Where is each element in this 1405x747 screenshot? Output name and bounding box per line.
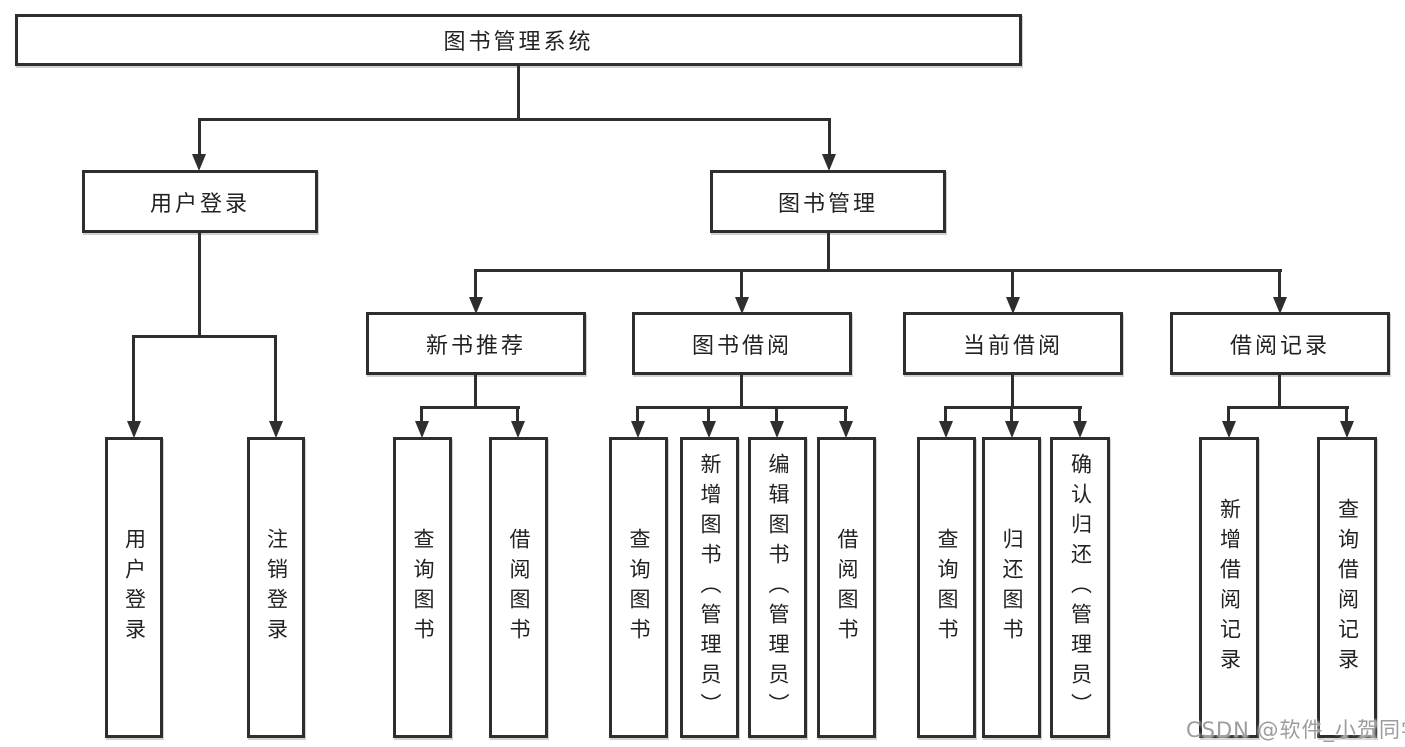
- arrow-down-icon: [822, 154, 836, 171]
- leaf-current-return: 归还图书: [982, 437, 1041, 738]
- arrow-down-icon: [702, 421, 716, 438]
- arrow-down-icon: [269, 421, 283, 438]
- leaf-newbook-borrow: 借阅图书: [489, 437, 548, 738]
- leaf-logout: 注销登录: [247, 437, 305, 738]
- leaf-borrow-borrow: 借阅图书: [817, 437, 876, 738]
- connector-root-rail: [198, 118, 831, 121]
- connector-leaf-stem: [516, 406, 519, 423]
- node-root-label: 图书管理系统: [443, 30, 594, 55]
- node-borrow-records: 借阅记录: [1170, 312, 1390, 375]
- connector-to-user-login-stem: [198, 118, 201, 155]
- node-current-borrow: 当前借阅: [903, 312, 1123, 375]
- connector-to-records-stem: [1278, 269, 1281, 299]
- leaf-current-confirm-admin: 确认归还（管理员）: [1050, 437, 1110, 738]
- leaf-borrow-query-label: 查询图书: [627, 527, 652, 648]
- connector-leaf-stem: [844, 406, 847, 423]
- arrow-down-icon: [1073, 421, 1087, 438]
- connector-records-rail: [1227, 406, 1349, 409]
- connector-to-borrow-stem: [740, 269, 743, 299]
- node-current-borrow-label: 当前借阅: [962, 333, 1063, 359]
- node-book-borrow: 图书借阅: [632, 312, 852, 375]
- leaf-current-return-label: 归还图书: [1000, 527, 1025, 648]
- arrow-down-icon: [1222, 421, 1236, 438]
- arrow-down-icon: [939, 421, 953, 438]
- connector-user-login-rail: [132, 335, 277, 338]
- leaf-borrow-edit-admin-label: 编辑图书（管理员）: [766, 452, 791, 723]
- node-new-book-rec-label: 新书推荐: [425, 333, 526, 359]
- arrow-down-icon: [127, 421, 141, 438]
- connector-current-rail: [944, 406, 1082, 409]
- connector-leaf-stem: [707, 406, 710, 423]
- connector-leaf-stem: [775, 406, 778, 423]
- arrow-down-icon: [511, 421, 525, 438]
- arrow-down-icon: [415, 421, 429, 438]
- connector-leaf-stem: [636, 406, 639, 423]
- leaf-current-confirm-admin-label: 确认归还（管理员）: [1068, 452, 1093, 723]
- connector-new-book-stem: [474, 375, 477, 406]
- leaf-borrow-borrow-label: 借阅图书: [835, 527, 860, 648]
- arrow-down-icon: [735, 297, 749, 314]
- arrow-down-icon: [1340, 421, 1354, 438]
- connector-to-book-mgmt-stem: [828, 118, 831, 155]
- node-root: 图书管理系统: [15, 14, 1022, 66]
- connector-book-borrow-rail: [636, 406, 848, 409]
- arrow-down-icon: [1006, 297, 1020, 314]
- connector-records-stem: [1278, 375, 1281, 406]
- leaf-borrow-add-admin: 新增图书（管理员）: [680, 437, 739, 738]
- connector-leaf-stem: [1010, 406, 1013, 423]
- arrow-down-icon: [192, 154, 206, 171]
- connector-user-login-stem: [198, 233, 201, 335]
- connector-book-mgmt-stem: [827, 233, 830, 269]
- leaf-newbook-query-label: 查询图书: [411, 527, 436, 648]
- leaf-borrow-query: 查询图书: [609, 437, 668, 738]
- leaf-borrow-edit-admin: 编辑图书（管理员）: [748, 437, 807, 738]
- arrow-down-icon: [839, 421, 853, 438]
- leaf-logout-label: 注销登录: [264, 527, 289, 648]
- node-new-book-rec: 新书推荐: [366, 312, 586, 375]
- node-book-mgmt-label: 图书管理: [777, 191, 878, 217]
- connector-book-mgmt-rail: [474, 269, 1282, 272]
- arrow-down-icon: [1005, 421, 1019, 438]
- leaf-user-login-label: 用户登录: [122, 527, 147, 648]
- arrow-down-icon: [1273, 297, 1287, 314]
- connector-leaf-stem: [1078, 406, 1081, 423]
- node-book-borrow-label: 图书借阅: [691, 333, 792, 359]
- arrow-down-icon: [469, 297, 483, 314]
- leaf-records-query-label: 查询借阅记录: [1335, 497, 1360, 678]
- leaf-records-query: 查询借阅记录: [1317, 437, 1377, 738]
- node-user-login-label: 用户登录: [149, 191, 250, 217]
- connector-book-borrow-stem: [740, 375, 743, 406]
- leaf-records-add: 新增借阅记录: [1199, 437, 1259, 738]
- connector-root-stem: [517, 66, 520, 118]
- connector-to-current-stem: [1011, 269, 1014, 299]
- leaf-records-add-label: 新增借阅记录: [1217, 497, 1242, 678]
- node-borrow-records-label: 借阅记录: [1229, 333, 1330, 359]
- arrow-down-icon: [770, 421, 784, 438]
- connector-leaf-stem: [274, 335, 277, 422]
- connector-leaf-stem: [132, 335, 135, 422]
- connector-leaf-stem: [1345, 406, 1348, 423]
- csdn-watermark: CSDN @软件_小贺同学: [1186, 718, 1405, 742]
- arrow-down-icon: [631, 421, 645, 438]
- node-book-mgmt: 图书管理: [710, 170, 946, 233]
- connector-to-new-book-stem: [474, 269, 477, 299]
- node-user-login: 用户登录: [82, 170, 318, 233]
- leaf-current-query-label: 查询图书: [935, 527, 960, 648]
- leaf-current-query: 查询图书: [917, 437, 976, 738]
- leaf-user-login: 用户登录: [105, 437, 163, 738]
- leaf-newbook-query: 查询图书: [393, 437, 452, 738]
- connector-leaf-stem: [1227, 406, 1230, 423]
- connector-leaf-stem: [420, 406, 423, 423]
- leaf-newbook-borrow-label: 借阅图书: [507, 527, 532, 648]
- connector-new-book-rail: [420, 406, 520, 409]
- leaf-borrow-add-admin-label: 新增图书（管理员）: [698, 452, 723, 723]
- connector-leaf-stem: [944, 406, 947, 423]
- connector-current-stem: [1011, 375, 1014, 406]
